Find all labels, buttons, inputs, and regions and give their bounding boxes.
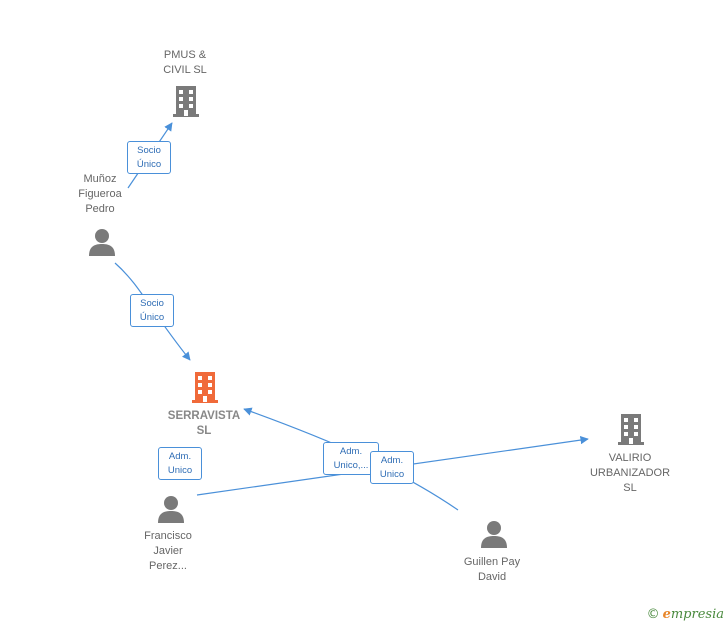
brand-initial: e <box>662 607 671 622</box>
node-label-pmus: PMUS & CIVIL SL <box>163 49 207 76</box>
brand-name: mpresia <box>670 607 724 622</box>
node-label-serravista: SERRAVISTA SL <box>167 410 241 437</box>
edge-badge-francisco-serravista[interactable]: Adm. Unico <box>158 447 202 480</box>
company-building-icon[interactable] <box>169 84 203 118</box>
empresia-watermark: ©empresia <box>647 607 724 622</box>
copyright-icon: © <box>646 607 660 622</box>
edge-badge-munoz-serravista[interactable]: Socio Único <box>130 294 174 327</box>
node-label-valirio: VALIRIO URBANIZADOR SL <box>589 452 671 494</box>
company-building-icon[interactable] <box>614 412 648 446</box>
person-icon[interactable] <box>87 227 117 257</box>
edge-badge-munoz-pmus[interactable]: Socio Único <box>127 141 171 174</box>
person-icon[interactable] <box>156 494 186 524</box>
node-label-guillen: Guillen Pay David <box>463 556 521 583</box>
node-label-francisco: Francisco Javier Perez... <box>144 530 192 572</box>
edge-badge-francisco-valirio[interactable]: Adm. Unico <box>370 451 414 484</box>
node-label-munoz: Muñoz Figueroa Pedro <box>78 173 122 215</box>
person-icon[interactable] <box>479 519 509 549</box>
company-building-icon-main[interactable] <box>188 370 222 404</box>
